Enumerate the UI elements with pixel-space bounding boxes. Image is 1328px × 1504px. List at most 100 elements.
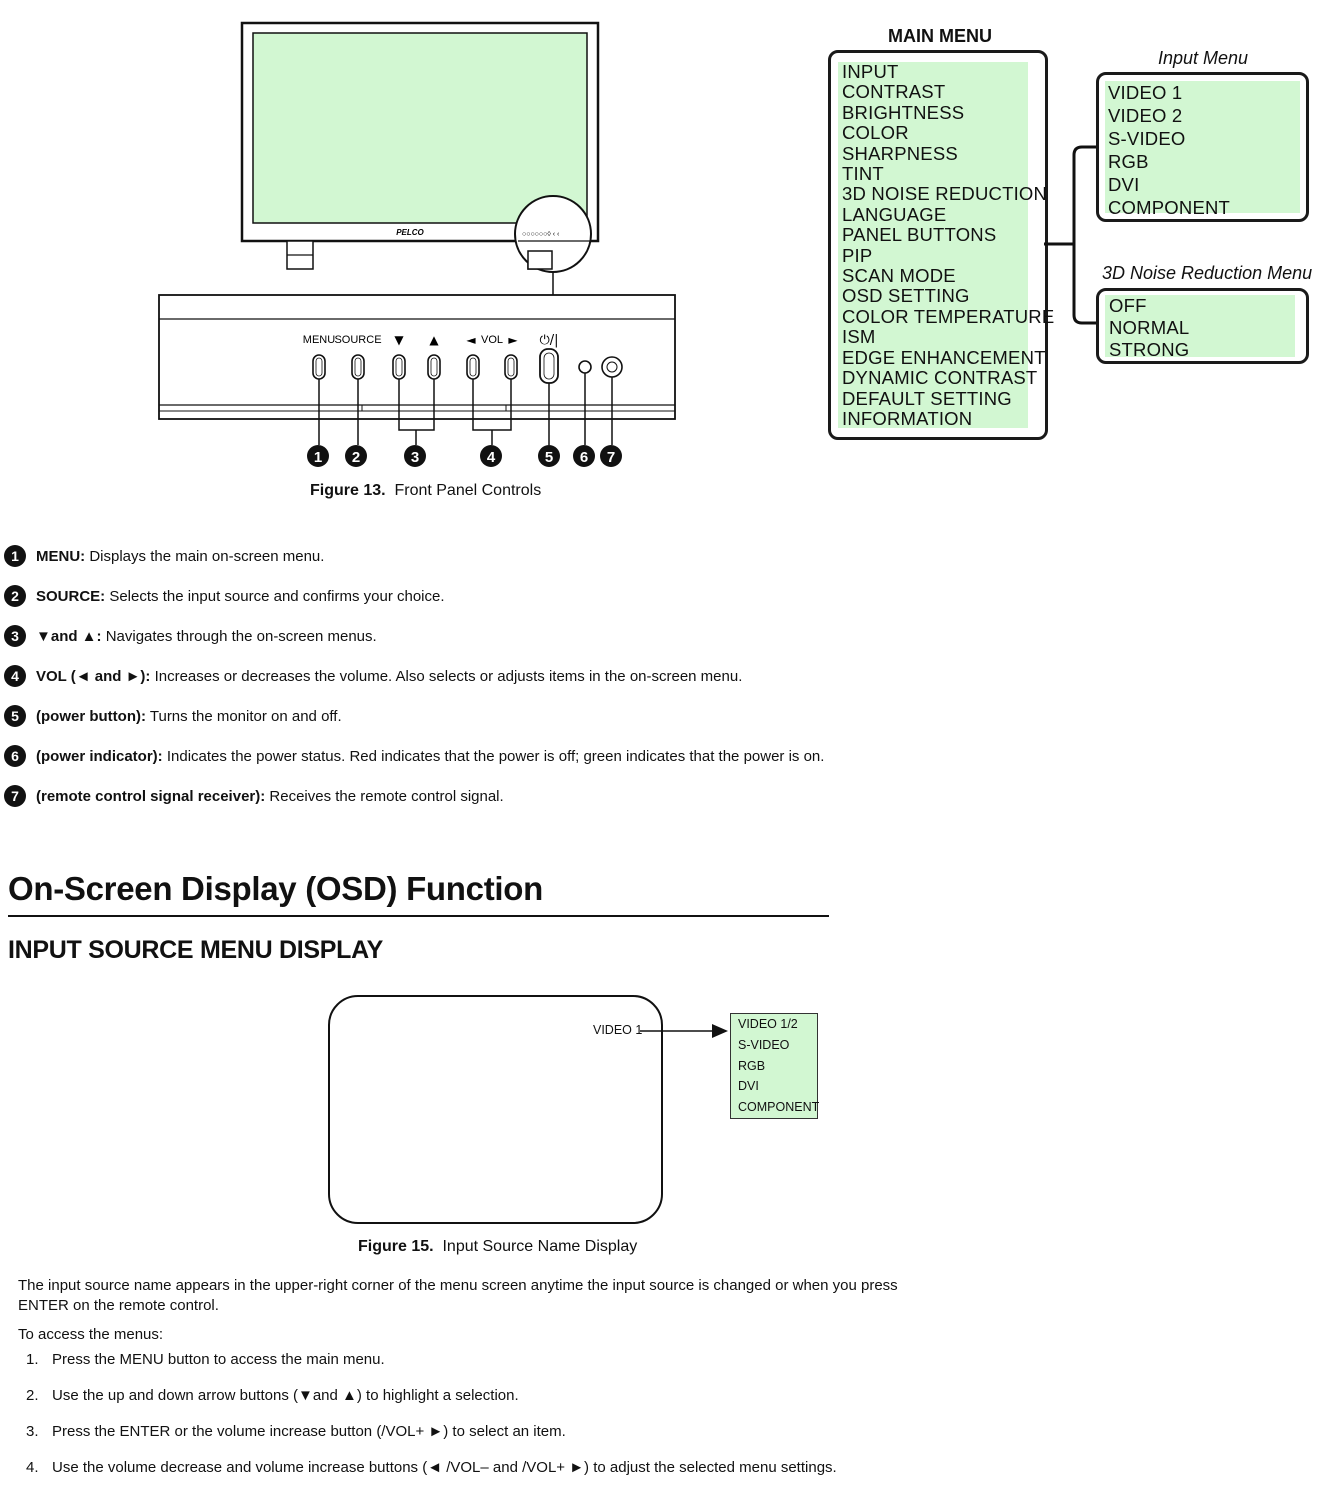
- main-menu-item: COLOR: [842, 122, 909, 144]
- callout-text: Turns the monitor on and off.: [145, 707, 342, 725]
- step-item: 2.Use the up and down arrow buttons (▼an…: [26, 1387, 519, 1404]
- callout-item: 5 (power button): Turns the monitor on a…: [4, 704, 342, 728]
- source-list-item: DVI: [738, 1079, 759, 1094]
- callout-term: VOL (◄ and ►):: [36, 667, 151, 685]
- callout-number: 3: [4, 625, 26, 647]
- step-item: 4. Use the volume decrease and volume inc…: [26, 1459, 837, 1476]
- vol-up-button: [504, 354, 518, 380]
- section-rule: [8, 915, 829, 917]
- callout-term: (power indicator):: [36, 747, 163, 765]
- input-menu-item: VIDEO 2: [1108, 105, 1183, 126]
- callout-2: 2: [345, 445, 367, 467]
- callout-term: SOURCE:: [36, 587, 106, 605]
- noise-menu-item: STRONG: [1109, 339, 1190, 360]
- power-button: [539, 348, 559, 384]
- power-indicator: [578, 360, 592, 374]
- callout-5: 5: [538, 445, 560, 467]
- callout-term: ▼and ▲:: [36, 627, 102, 645]
- input-menu-box: VIDEO 1 VIDEO 2 S-VIDEO RGB DVI COMPONEN…: [1096, 72, 1309, 222]
- callout-3: 3: [404, 445, 426, 467]
- main-menu-item: PANEL BUTTONS: [842, 224, 997, 246]
- source-list-item: VIDEO 1/2: [738, 1017, 798, 1031]
- callout-1: 1: [307, 445, 329, 467]
- step-text: Press the MENU button to access the main…: [52, 1351, 385, 1368]
- callout-item: 6 (power indicator): Indicates the power…: [4, 744, 824, 768]
- source-list-item: COMPONENT: [738, 1100, 820, 1115]
- callout-number: 7: [4, 785, 26, 807]
- source-list-box: VIDEO 1/2 S-VIDEO RGB DVI COMPONENT: [730, 1013, 820, 1119]
- noise-menu-item: OFF: [1109, 295, 1147, 316]
- main-menu-item: INPUT: [842, 61, 899, 82]
- source-list-item: RGB: [738, 1058, 766, 1073]
- main-menu-item: DEFAULT SETTING: [842, 387, 1012, 409]
- noise-menu-title: 3D Noise Reduction Menu: [1102, 263, 1313, 283]
- noise-menu-box: OFF NORMAL STRONG: [1096, 288, 1309, 364]
- main-menu-item: BRIGHTNESS: [842, 101, 965, 123]
- main-menu-item: COLOR TEMPERATURE: [842, 305, 1055, 327]
- step-number: 4.: [26, 1459, 39, 1476]
- callout-number: 1: [4, 545, 26, 567]
- monitor-screen: [252, 32, 588, 224]
- main-menu-list: INPUT CONTRAST BRIGHTNESS COLOR SHARPNES…: [838, 61, 1055, 429]
- svg-text:2: 2: [352, 449, 360, 466]
- figure-13-caption-label: Figure 13.: [310, 482, 386, 499]
- osd-screen-outline: [328, 995, 663, 1224]
- main-menu-item: DYNAMIC CONTRAST: [842, 367, 1038, 389]
- callout-text: Navigates through the on-screen menus.: [101, 627, 377, 645]
- input-menu-title: Input Menu: [1158, 48, 1249, 68]
- input-menu-item: RGB: [1108, 151, 1149, 172]
- callout-7: 7: [600, 445, 622, 467]
- panel-label-down: ▼: [394, 333, 404, 347]
- menu-connector: [1044, 145, 1098, 325]
- noise-menu-list: OFF NORMAL STRONG: [1105, 295, 1295, 360]
- callout-text: Receives the remote control signal.: [265, 787, 504, 805]
- callout-text: Increases or decreases the volume. Also …: [150, 667, 743, 685]
- front-panel-strip: [158, 294, 676, 420]
- panel-label-vol-right: ►: [508, 333, 518, 347]
- figure-15-caption: Figure 15. Input Source Name Display: [358, 1238, 637, 1256]
- step-item: 3.Press the ENTER or the volume increase…: [26, 1423, 566, 1440]
- panel-label-vol: VOL: [481, 334, 503, 346]
- panel-label-menu: MENU: [303, 334, 335, 346]
- svg-text:6: 6: [580, 449, 588, 466]
- main-menu-item: INFORMATION: [842, 407, 973, 429]
- down-button: [392, 354, 406, 380]
- figure-15-caption-text: Input Source Name Display: [442, 1238, 638, 1255]
- step-item: 1. Press the MENU button to access the ma…: [26, 1351, 385, 1368]
- step-number: 3.: [26, 1423, 39, 1440]
- main-menu-item: ISM: [842, 326, 876, 348]
- section-heading: On-Screen Display (OSD) Function: [8, 870, 543, 907]
- main-menu-item: SCAN MODE: [842, 265, 956, 287]
- callout-item: 3 ▼and ▲: Navigates through the on-scree…: [4, 624, 377, 648]
- main-menu-box: INPUT CONTRAST BRIGHTNESS COLOR SHARPNES…: [828, 50, 1055, 440]
- callout-item: 7 (remote control signal receiver): Rece…: [4, 784, 504, 808]
- callout-number: 2: [4, 585, 26, 607]
- step-number: 1.: [26, 1351, 39, 1368]
- body-paragraph: The input source name appears in the upp…: [18, 1277, 898, 1314]
- source-arrow: [640, 1024, 728, 1038]
- main-menu-item: PIP: [842, 244, 873, 266]
- osd-source-label: VIDEO 1: [593, 1023, 643, 1037]
- callout-item: 4 VOL (◄ and ►): Increases or decreases …: [4, 664, 742, 688]
- remote-sensor: [601, 356, 623, 378]
- callout-4: 4: [480, 445, 502, 467]
- main-menu-item: OSD SETTING: [842, 285, 970, 307]
- panel-label-up: ▲: [429, 333, 439, 347]
- callout-number: 4: [4, 665, 26, 687]
- svg-text:1: 1: [314, 449, 322, 466]
- monitor-brand-logo: PELCO: [396, 228, 424, 237]
- figure-13-caption: Figure 13. Front Panel Controls: [310, 482, 541, 500]
- source-button: [351, 354, 365, 380]
- svg-text:5: 5: [545, 449, 553, 466]
- callout-number: 5: [4, 705, 26, 727]
- input-menu-list: VIDEO 1 VIDEO 2 S-VIDEO RGB DVI COMPONEN…: [1105, 81, 1300, 218]
- menu-button: [312, 354, 326, 380]
- step-number: 2.: [26, 1387, 39, 1404]
- step-text: Use the volume decrease and volume incre…: [52, 1459, 837, 1476]
- input-menu-item: VIDEO 1: [1108, 82, 1183, 103]
- panel-label-power: ⏻/|: [539, 333, 558, 348]
- input-menu-item: S-VIDEO: [1108, 128, 1186, 149]
- figure-15-caption-label: Figure 15.: [358, 1238, 434, 1255]
- callout-term: (power button):: [36, 707, 146, 725]
- figure-13-caption-text: Front Panel Controls: [394, 482, 542, 499]
